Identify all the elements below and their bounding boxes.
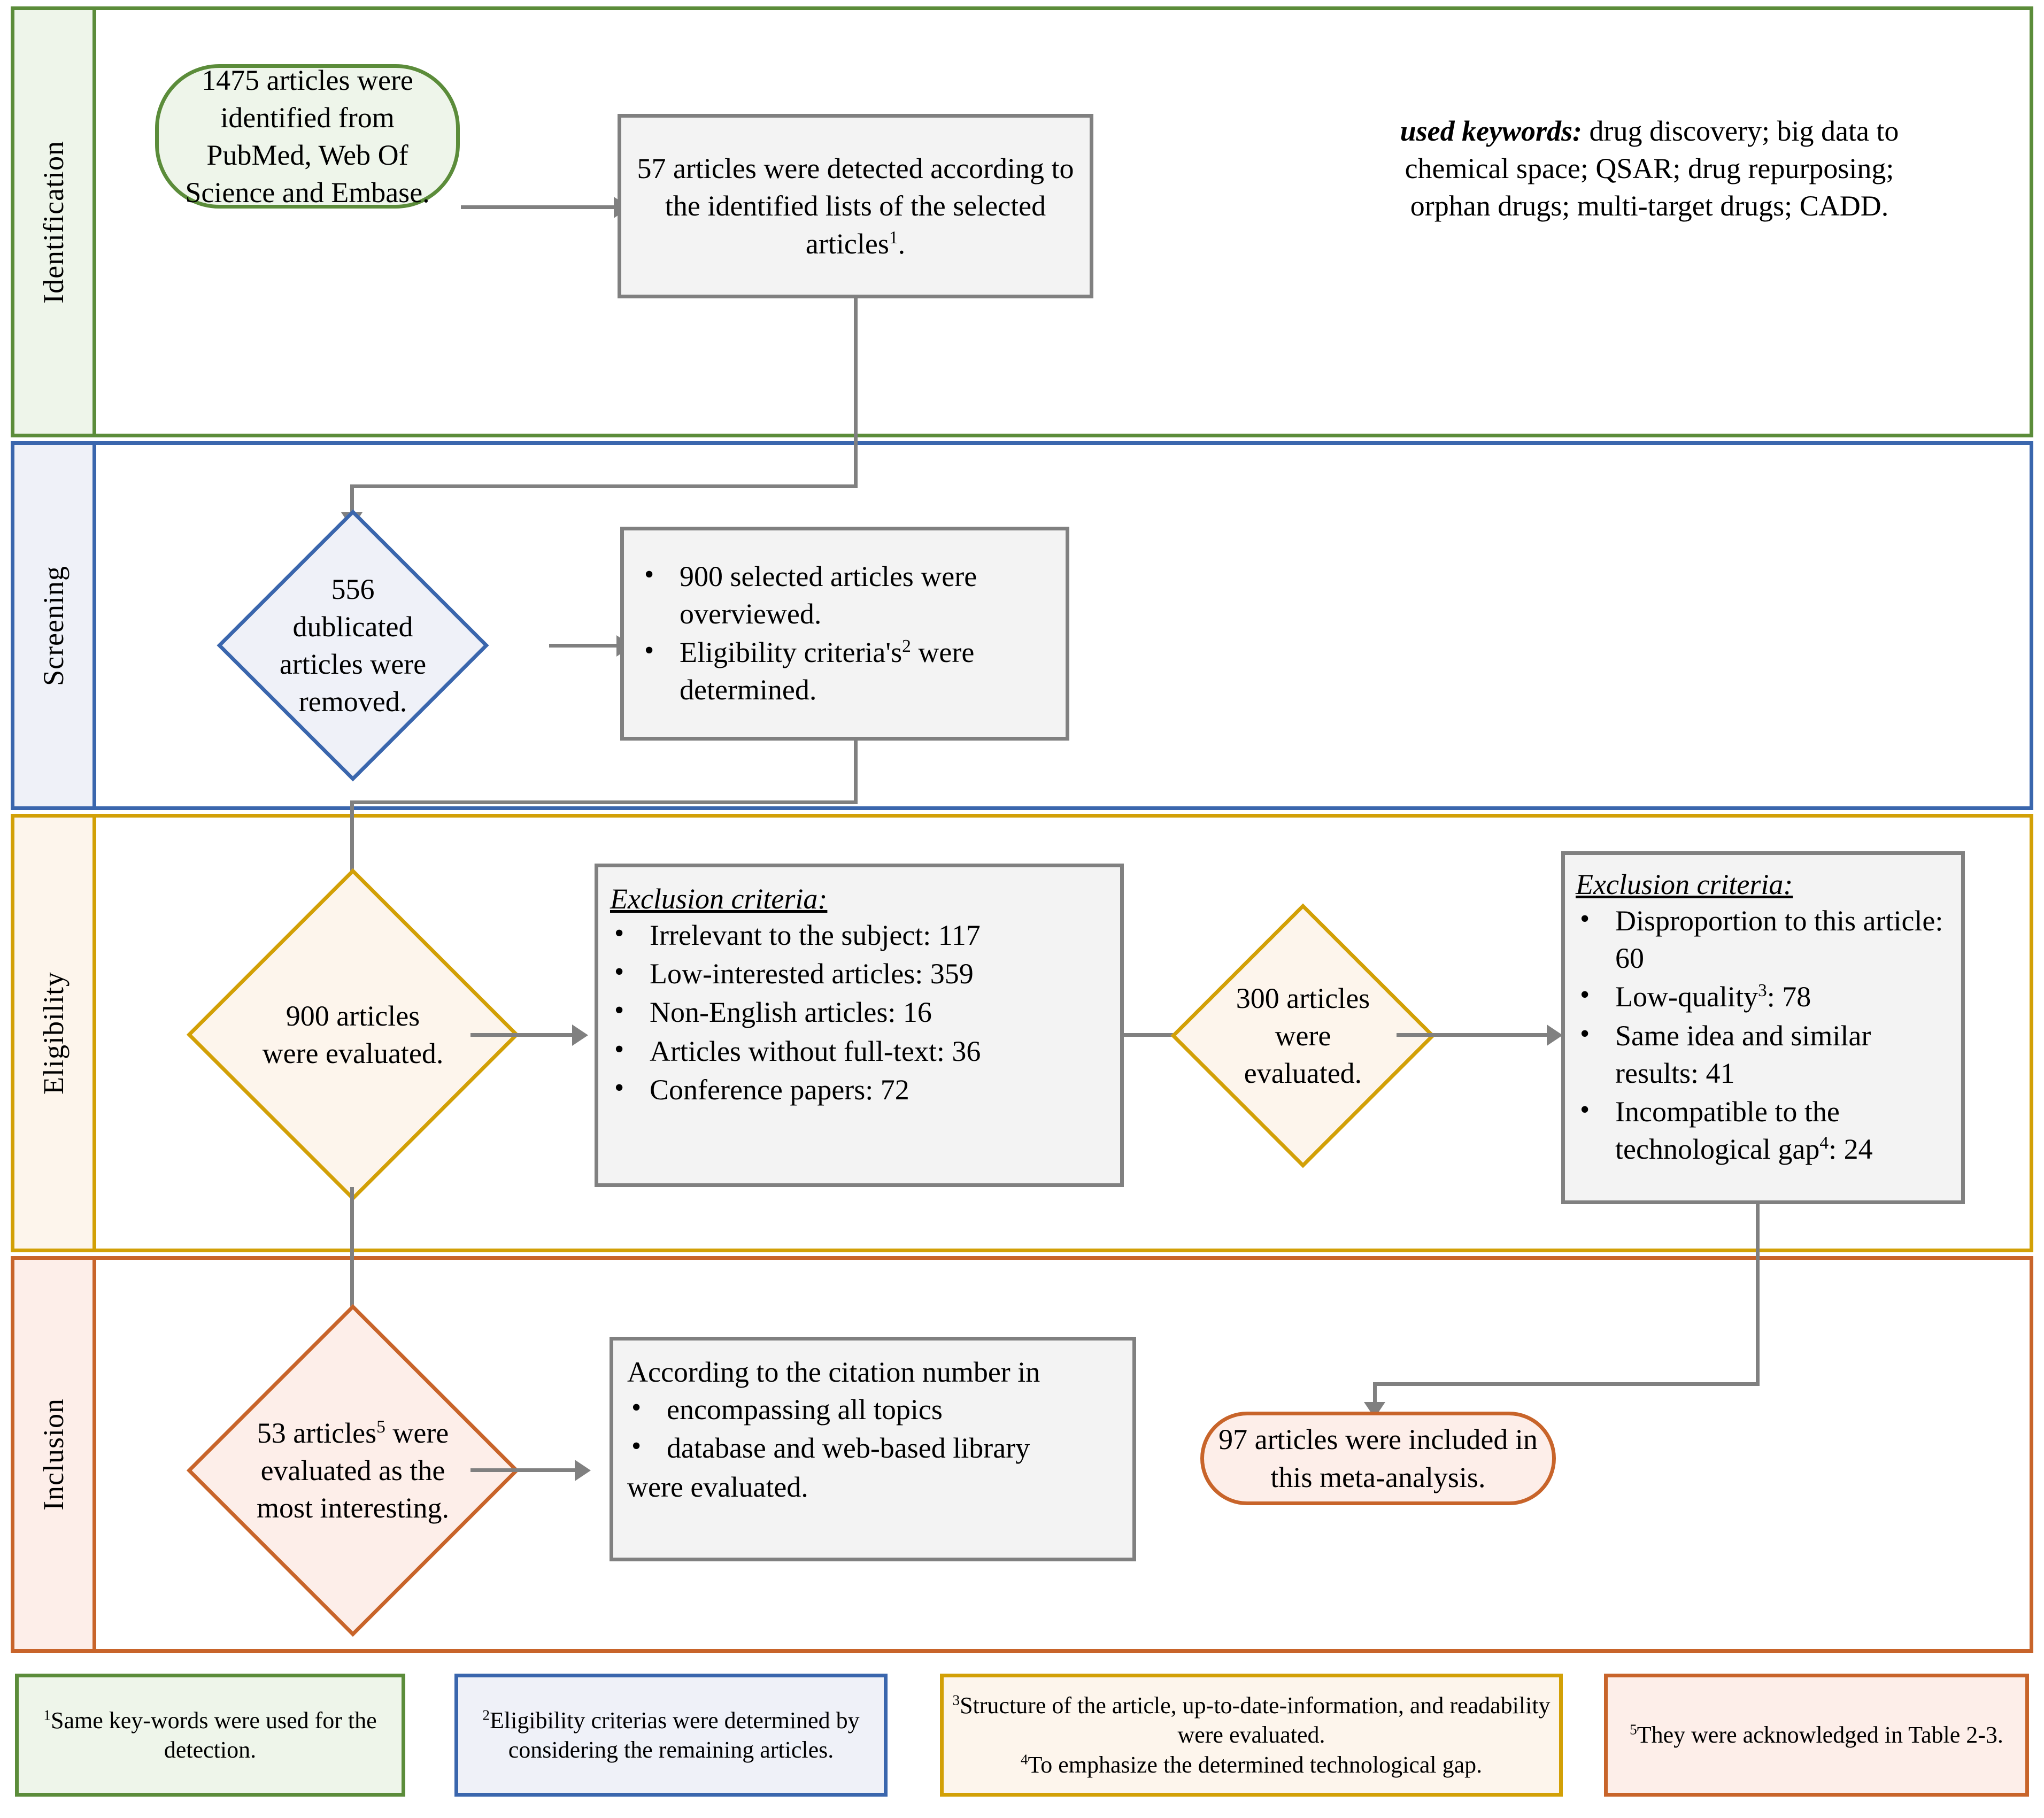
stage-body-identification bbox=[96, 6, 2033, 437]
node-duplicates-removed[interactable]: 556 dublicated articles were removed. bbox=[217, 509, 489, 782]
node-eval-53-textwrap: 53 articles5 were evaluated as the most … bbox=[235, 1353, 470, 1588]
stage-label-inclusion: Inclusion bbox=[11, 1256, 96, 1653]
connector-identified-to-detected bbox=[461, 205, 616, 209]
stage-body-inclusion bbox=[96, 1256, 2033, 1653]
connector-eval900-to-exclusion1 bbox=[470, 1033, 575, 1037]
list-item: Incompatible to the technological gap4: … bbox=[1576, 1092, 1950, 1168]
keywords-label: used keywords: bbox=[1400, 115, 1583, 147]
stage-body-eligibility bbox=[96, 814, 2033, 1252]
list-item: Non-English articles: 16 bbox=[610, 992, 1108, 1031]
node-final-included-text: 97 articles were included in this meta-a… bbox=[1218, 1423, 1538, 1493]
node-eval-900[interactable]: 900 articles were evaluated. bbox=[186, 868, 520, 1201]
connector-to-final-box bbox=[1373, 1382, 1377, 1406]
footnote-5: 5They were acknowledged in Table 2-3. bbox=[1604, 1674, 2029, 1797]
exclusion-criteria-1-list: Irrelevant to the subject: 117 Low-inter… bbox=[610, 915, 1108, 1108]
keywords-value: drug discovery; big data to chemical spa… bbox=[1405, 115, 1899, 222]
exclusion-criteria-2-list: Disproportion to this article: 60 Low-qu… bbox=[1576, 901, 1950, 1168]
stage-label-eligibility: Eligibility bbox=[11, 814, 96, 1252]
stage-body-screening bbox=[96, 441, 2033, 810]
footnote-2-text: 2Eligibility criterias were determined b… bbox=[482, 1706, 860, 1763]
node-eval-900-textwrap: 900 articles were evaluated. bbox=[235, 917, 470, 1152]
connector-detected-to-duplicates bbox=[350, 484, 354, 517]
stage-label-inclusion-text: Inclusion bbox=[37, 1398, 70, 1511]
footnote-2: 2Eligibility criterias were determined b… bbox=[454, 1674, 888, 1797]
connector-detected-down bbox=[854, 298, 858, 488]
stage-label-eligibility-text: Eligibility bbox=[37, 971, 70, 1095]
footnote-5-text: 5They were acknowledged in Table 2-3. bbox=[1630, 1721, 2003, 1748]
node-eval-900-text: 900 articles were evaluated. bbox=[262, 999, 444, 1069]
footnote-1: 1Same key-words were used for the detect… bbox=[15, 1674, 405, 1797]
node-duplicates-removed-textwrap: 556 dublicated articles were removed. bbox=[257, 549, 449, 742]
node-detected-articles[interactable]: 57 articles were detected according to t… bbox=[618, 114, 1093, 298]
node-duplicates-removed-text: 556 dublicated articles were removed. bbox=[279, 573, 427, 718]
connector-exclusion2-down bbox=[1756, 1204, 1760, 1386]
node-exclusion-criteria-2[interactable]: Exclusion criteria: Disproportion to thi… bbox=[1561, 851, 1965, 1204]
citation-criteria-list: encompassing all topics database and web… bbox=[627, 1390, 1119, 1467]
connector-overview-left bbox=[350, 800, 858, 804]
node-eval-300-text: 300 articles were evaluated. bbox=[1236, 982, 1370, 1090]
connector-exclusion1-down bbox=[350, 1187, 354, 1321]
list-item: Articles without full-text: 36 bbox=[610, 1031, 1108, 1070]
exclusion-criteria-1-header: Exclusion criteria: bbox=[610, 883, 828, 915]
node-detected-articles-text: 57 articles were detected according to t… bbox=[637, 152, 1074, 260]
list-item: Conference papers: 72 bbox=[610, 1070, 1108, 1108]
node-eval-300-textwrap: 300 articles were evaluated. bbox=[1209, 942, 1397, 1129]
node-exclusion-criteria-1[interactable]: Exclusion criteria: Irrelevant to the su… bbox=[595, 864, 1124, 1187]
citation-criteria-lead: According to the citation number in bbox=[627, 1356, 1040, 1388]
list-item: encompassing all topics bbox=[627, 1390, 1119, 1428]
node-eval-300[interactable]: 300 articles were evaluated. bbox=[1170, 903, 1436, 1168]
footnote-1-text: 1Same key-words were used for the detect… bbox=[43, 1706, 377, 1763]
list-item: Disproportion to this article: 60 bbox=[1576, 901, 1950, 977]
connector-overview-to-eval900 bbox=[350, 800, 354, 883]
node-final-included[interactable]: 97 articles were included in this meta-a… bbox=[1200, 1412, 1556, 1505]
node-citation-criteria[interactable]: According to the citation number in enco… bbox=[610, 1337, 1136, 1561]
list-item: Low-quality3: 78 bbox=[1576, 977, 1950, 1015]
connector-eval300-to-exclusion2 bbox=[1397, 1033, 1549, 1037]
list-item: Eligibility criteria's2 were determined. bbox=[640, 633, 1050, 708]
node-eval-53[interactable]: 53 articles5 were evaluated as the most … bbox=[186, 1304, 520, 1637]
connector-detected-left bbox=[350, 484, 858, 488]
connector-duplicates-to-overview bbox=[549, 644, 619, 648]
connector-eval53-to-citation bbox=[470, 1468, 577, 1472]
node-overview-eligibility[interactable]: 900 selected articles were overviewed. E… bbox=[620, 527, 1069, 741]
connector-overview-down bbox=[854, 741, 858, 802]
exclusion-criteria-2-header: Exclusion criteria: bbox=[1576, 868, 1793, 900]
list-item: Irrelevant to the subject: 117 bbox=[610, 915, 1108, 954]
node-overview-eligibility-list: 900 selected articles were overviewed. E… bbox=[640, 557, 1050, 710]
node-identified-sources[interactable]: 1475 articles were identified from PubMe… bbox=[155, 64, 460, 209]
node-identified-sources-text: 1475 articles were identified from PubMe… bbox=[185, 64, 430, 209]
stage-label-identification-text: Identification bbox=[37, 140, 70, 304]
connector-exclusion1-to-eval300 bbox=[1124, 1033, 1204, 1037]
keywords-note: used keywords: drug discovery; big data … bbox=[1379, 112, 1919, 326]
keywords-note-text: used keywords: drug discovery; big data … bbox=[1379, 112, 1919, 225]
arrowhead-eval53-to-citation bbox=[575, 1460, 591, 1481]
stage-label-screening: Screening bbox=[11, 441, 96, 810]
arrowhead-eval300-to-exclusion2 bbox=[1547, 1024, 1563, 1046]
node-eval-53-text: 53 articles5 were evaluated as the most … bbox=[257, 1416, 449, 1524]
citation-criteria-tail: were evaluated. bbox=[627, 1470, 808, 1503]
footnote-3-4: 3Structure of the article, up-to-date-in… bbox=[940, 1674, 1563, 1797]
stage-label-identification: Identification bbox=[11, 6, 96, 437]
list-item: Low-interested articles: 359 bbox=[610, 954, 1108, 992]
connector-exclusion2-left bbox=[1373, 1382, 1760, 1386]
stage-label-screening-text: Screening bbox=[37, 565, 70, 686]
arrowhead-eval900-to-exclusion1 bbox=[572, 1024, 588, 1046]
list-item: database and web-based library bbox=[627, 1428, 1119, 1467]
footnote-3-4-text: 3Structure of the article, up-to-date-in… bbox=[952, 1692, 1551, 1778]
list-item: Same idea and similar results: 41 bbox=[1576, 1016, 1950, 1092]
list-item: 900 selected articles were overviewed. bbox=[640, 557, 1050, 633]
